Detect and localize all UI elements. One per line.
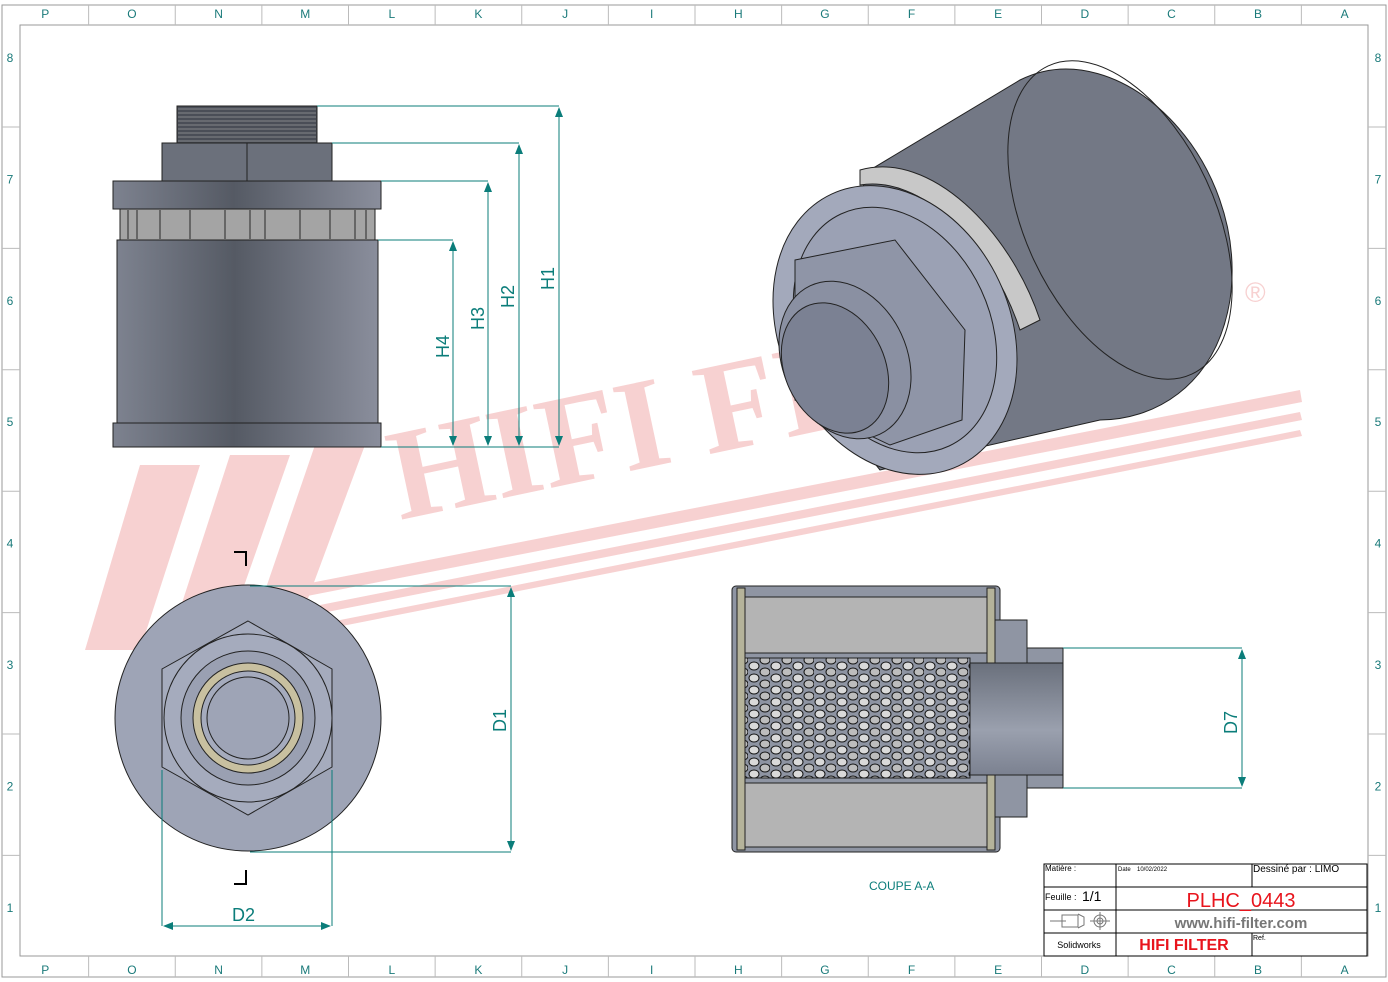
column-label: I [650, 7, 653, 21]
column-label: B [1254, 7, 1262, 21]
section-caption: COUPE A-A [869, 879, 934, 893]
row-label: 1 [1375, 901, 1382, 915]
date-label: Date [1118, 867, 1131, 873]
row-label: 4 [1375, 537, 1382, 551]
column-label: D [1080, 963, 1089, 977]
row-label: 5 [7, 415, 14, 429]
column-label: C [1167, 7, 1176, 21]
isometric-view [772, 60, 1233, 475]
column-label: J [562, 7, 568, 21]
drawn-by: Dessiné par : LIMO [1253, 864, 1339, 875]
column-label: G [820, 963, 829, 977]
registered-mark: ® [1245, 277, 1266, 308]
column-label: O [127, 963, 136, 977]
row-label: 4 [7, 537, 14, 551]
part-number: PLHC_0443 [1187, 890, 1296, 912]
website: www.hifi-filter.com [1174, 915, 1308, 932]
height-dimensions: H1 H2 H3 H4 [317, 105, 563, 448]
section-markers [234, 551, 247, 885]
title-block: Matière : Date 10/02/2022 Dessiné par : … [1043, 863, 1368, 957]
column-label: J [562, 963, 568, 977]
row-label: 2 [7, 779, 14, 793]
column-label: F [908, 7, 915, 21]
material-label: Matière : [1045, 864, 1076, 873]
column-label: L [388, 963, 395, 977]
side-view [112, 105, 382, 448]
column-label: K [474, 7, 482, 21]
row-label: 3 [7, 658, 14, 672]
row-label: 5 [1375, 415, 1382, 429]
row-label: 6 [1375, 294, 1382, 308]
label-h4: H4 [433, 335, 453, 358]
sheet-frame: P P O O N N M M L L K K J J I I H H G G F F E E D D C C B B A A 8 8 7 7 6 6 5… [1, 4, 1387, 978]
column-label: P [41, 7, 49, 21]
column-label: A [1341, 963, 1349, 977]
column-label: C [1167, 963, 1176, 977]
column-label: K [474, 963, 482, 977]
row-label: 6 [7, 294, 14, 308]
row-label: 8 [7, 51, 14, 65]
column-label: M [300, 7, 310, 21]
label-h1: H1 [538, 267, 558, 290]
section-view [731, 585, 1064, 853]
column-label: H [734, 963, 743, 977]
row-label: 8 [1375, 51, 1382, 65]
column-label: E [994, 7, 1002, 21]
front-view [114, 584, 382, 852]
section-dimension: D7 COUPE A-A [869, 647, 1246, 893]
column-label: G [820, 7, 829, 21]
row-label: 2 [1375, 779, 1382, 793]
software: Solidworks [1057, 940, 1101, 950]
column-label: O [127, 7, 136, 21]
projection-symbol-icon [1050, 912, 1110, 930]
company: HIFI FILTER [1139, 937, 1229, 954]
label-h3: H3 [468, 307, 488, 330]
ref-label: Ref. [1253, 935, 1266, 942]
label-d7: D7 [1221, 711, 1241, 734]
column-label: M [300, 963, 310, 977]
label-d1: D1 [490, 709, 510, 732]
label-h2: H2 [498, 285, 518, 308]
row-label: 7 [7, 172, 14, 186]
diameter-dimensions: D1 D2 [161, 585, 515, 930]
column-label: A [1341, 7, 1349, 21]
row-label: 1 [7, 901, 14, 915]
column-label: N [214, 7, 223, 21]
column-label: B [1254, 963, 1262, 977]
column-label: P [41, 963, 49, 977]
column-label: E [994, 963, 1002, 977]
row-label: 7 [1375, 172, 1382, 186]
column-label: N [214, 963, 223, 977]
date-value: 10/02/2022 [1137, 867, 1168, 873]
column-label: D [1080, 7, 1089, 21]
sheet-value: 1/1 [1082, 888, 1102, 904]
label-d2: D2 [232, 905, 255, 925]
column-label: L [388, 7, 395, 21]
column-label: F [908, 963, 915, 977]
column-label: I [650, 963, 653, 977]
sheet-label: Feuille : [1045, 892, 1077, 902]
row-label: 3 [1375, 658, 1382, 672]
column-label: H [734, 7, 743, 21]
